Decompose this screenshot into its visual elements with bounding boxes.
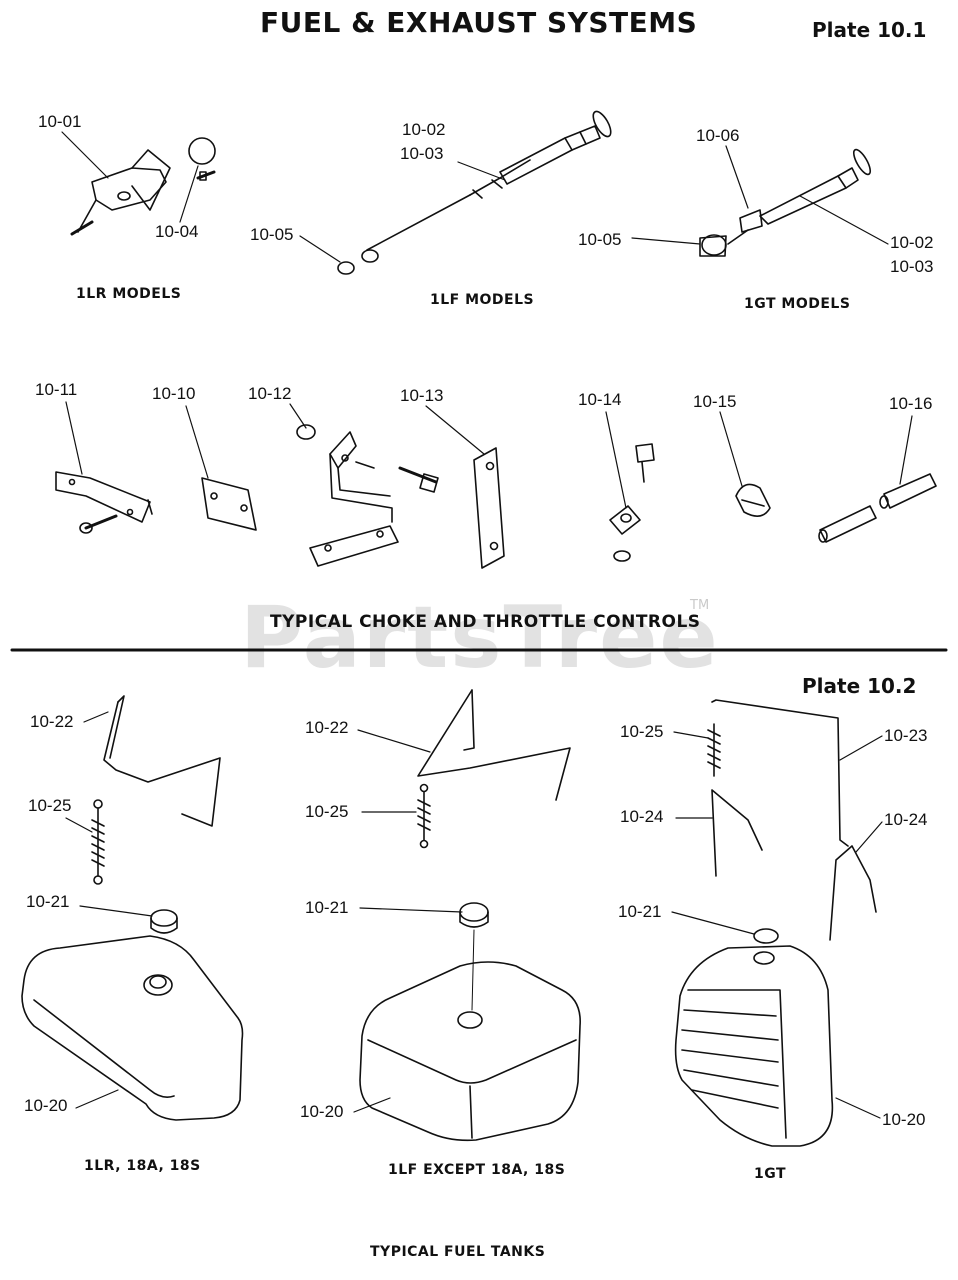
part-10-20-tank-left <box>22 910 243 1120</box>
caption-1lf-models: 1LF MODELS <box>430 292 535 308</box>
callout-10-21-right: 10-21 <box>618 902 662 921</box>
part-10-22-rod-middle <box>418 690 570 800</box>
callout-10-12: 10-12 <box>248 384 292 403</box>
callout-10-11: 10-11 <box>35 380 78 399</box>
callout-10-25-left: 10-25 <box>28 796 72 815</box>
part-10-20-tank-middle <box>360 903 580 1140</box>
caption-typical-fuel-tanks: TYPICAL FUEL TANKS <box>370 1244 546 1260</box>
part-10-12-bracket <box>297 425 438 566</box>
callout-10-03-1gt: 10-03 <box>890 257 934 276</box>
callout-10-21-middle: 10-21 <box>305 898 349 917</box>
watermark: PartsTree <box>240 588 720 688</box>
callout-10-13: 10-13 <box>400 386 444 405</box>
part-10-22-rod-left <box>104 696 220 826</box>
callout-10-22-middle: 10-22 <box>305 718 349 737</box>
part-10-20-tank-right <box>676 929 833 1146</box>
callout-10-20-right: 10-20 <box>882 1110 926 1129</box>
part-10-15-clip <box>736 484 770 516</box>
callout-10-23: 10-23 <box>884 726 928 745</box>
plate-number-top: Plate 10.1 <box>812 18 927 42</box>
callout-10-22-left: 10-22 <box>30 712 74 731</box>
callout-10-20-left: 10-20 <box>24 1096 68 1115</box>
part-10-25-spring-left <box>92 800 104 884</box>
part-10-11-bracket <box>56 472 152 533</box>
watermark-trademark: TM <box>690 598 710 613</box>
callout-10-05-1lf: 10-05 <box>250 225 294 244</box>
part-10-16-sleeve <box>819 474 936 542</box>
part-10-04-knob <box>189 138 215 180</box>
callout-10-04: 10-04 <box>155 222 199 241</box>
callout-10-20-middle: 10-20 <box>300 1102 344 1121</box>
part-10-13-strap <box>474 448 504 568</box>
caption-1lr-models: 1LR MODELS <box>76 286 182 302</box>
callout-10-03-1lf: 10-03 <box>400 144 444 163</box>
callout-10-05-1gt: 10-05 <box>578 230 622 249</box>
callout-10-10: 10-10 <box>152 384 196 403</box>
callout-10-24-right-b: 10-24 <box>884 810 928 829</box>
callout-10-24-right-a: 10-24 <box>620 807 664 826</box>
callout-10-14: 10-14 <box>578 390 622 409</box>
callout-10-16: 10-16 <box>889 394 933 413</box>
part-10-24-rod-right-b <box>830 846 876 940</box>
caption-1gt-models: 1GT MODELS <box>744 296 851 312</box>
callout-10-02-1lf: 10-02 <box>402 120 446 139</box>
part-10-24-rod-right-a <box>712 790 762 876</box>
part-10-01-choke-bracket <box>72 150 170 234</box>
callout-10-21-left: 10-21 <box>26 892 70 911</box>
callout-10-06: 10-06 <box>696 126 740 145</box>
caption-tank-1gt: 1GT <box>754 1166 787 1182</box>
caption-tank-1lr: 1LR, 18A, 18S <box>84 1158 201 1174</box>
part-10-06-cable-1gt <box>700 147 873 256</box>
caption-choke-throttle: TYPICAL CHOKE AND THROTTLE CONTROLS <box>270 612 701 632</box>
page-title: FUEL & EXHAUST SYSTEMS <box>260 6 698 39</box>
leaders-second-row <box>66 402 912 508</box>
leaders-plate-10-2 <box>66 712 882 1118</box>
part-10-10-plate <box>202 478 256 530</box>
callout-10-01: 10-01 <box>38 112 82 131</box>
part-10-25-spring-middle <box>418 785 430 848</box>
plate-number-bottom: Plate 10.2 <box>802 674 917 698</box>
callout-10-02-1gt: 10-02 <box>890 233 934 252</box>
part-10-14-clamp <box>610 444 654 561</box>
callout-10-15: 10-15 <box>693 392 737 411</box>
part-10-23-rod-right <box>712 700 848 846</box>
leaders-top <box>62 132 888 262</box>
callout-10-25-right: 10-25 <box>620 722 664 741</box>
part-10-02-cable-1lf <box>338 109 614 274</box>
part-10-25-spring-right <box>708 724 720 776</box>
callout-10-25-middle: 10-25 <box>305 802 349 821</box>
caption-tank-1lf: 1LF EXCEPT 18A, 18S <box>388 1162 566 1178</box>
